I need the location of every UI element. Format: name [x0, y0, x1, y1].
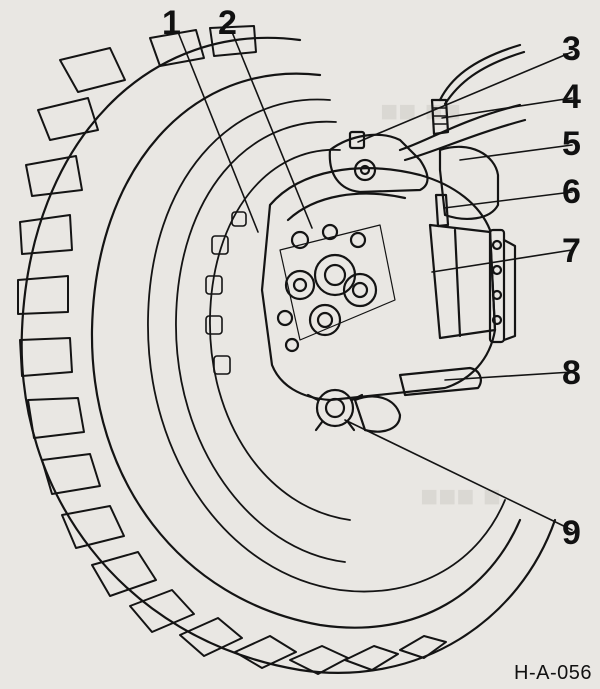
bleed-through-text: ■■■ ■: [420, 480, 501, 513]
callout-7: 7: [562, 232, 581, 270]
hub-bolts: [205, 211, 247, 375]
callout-8: 8: [562, 354, 581, 392]
wheel-rim: [147, 98, 506, 593]
callout-2: 2: [218, 4, 237, 42]
leader-lines: [177, 31, 573, 531]
tire-tread-lugs: [17, 25, 447, 675]
brake-caliper: [260, 167, 517, 402]
callout-5: 5: [562, 125, 581, 163]
callout-4: 4: [562, 78, 581, 116]
callout-3: 3: [562, 30, 581, 68]
lower-fittings: [306, 366, 482, 433]
callout-9: 9: [562, 514, 581, 552]
brake-hose-and-fittings: [328, 43, 527, 228]
figure-code: H-A-056: [514, 662, 592, 684]
callout-6: 6: [562, 173, 581, 211]
hub-assembly: [276, 223, 396, 353]
callout-1: 1: [162, 4, 181, 42]
tire: [20, 36, 557, 674]
